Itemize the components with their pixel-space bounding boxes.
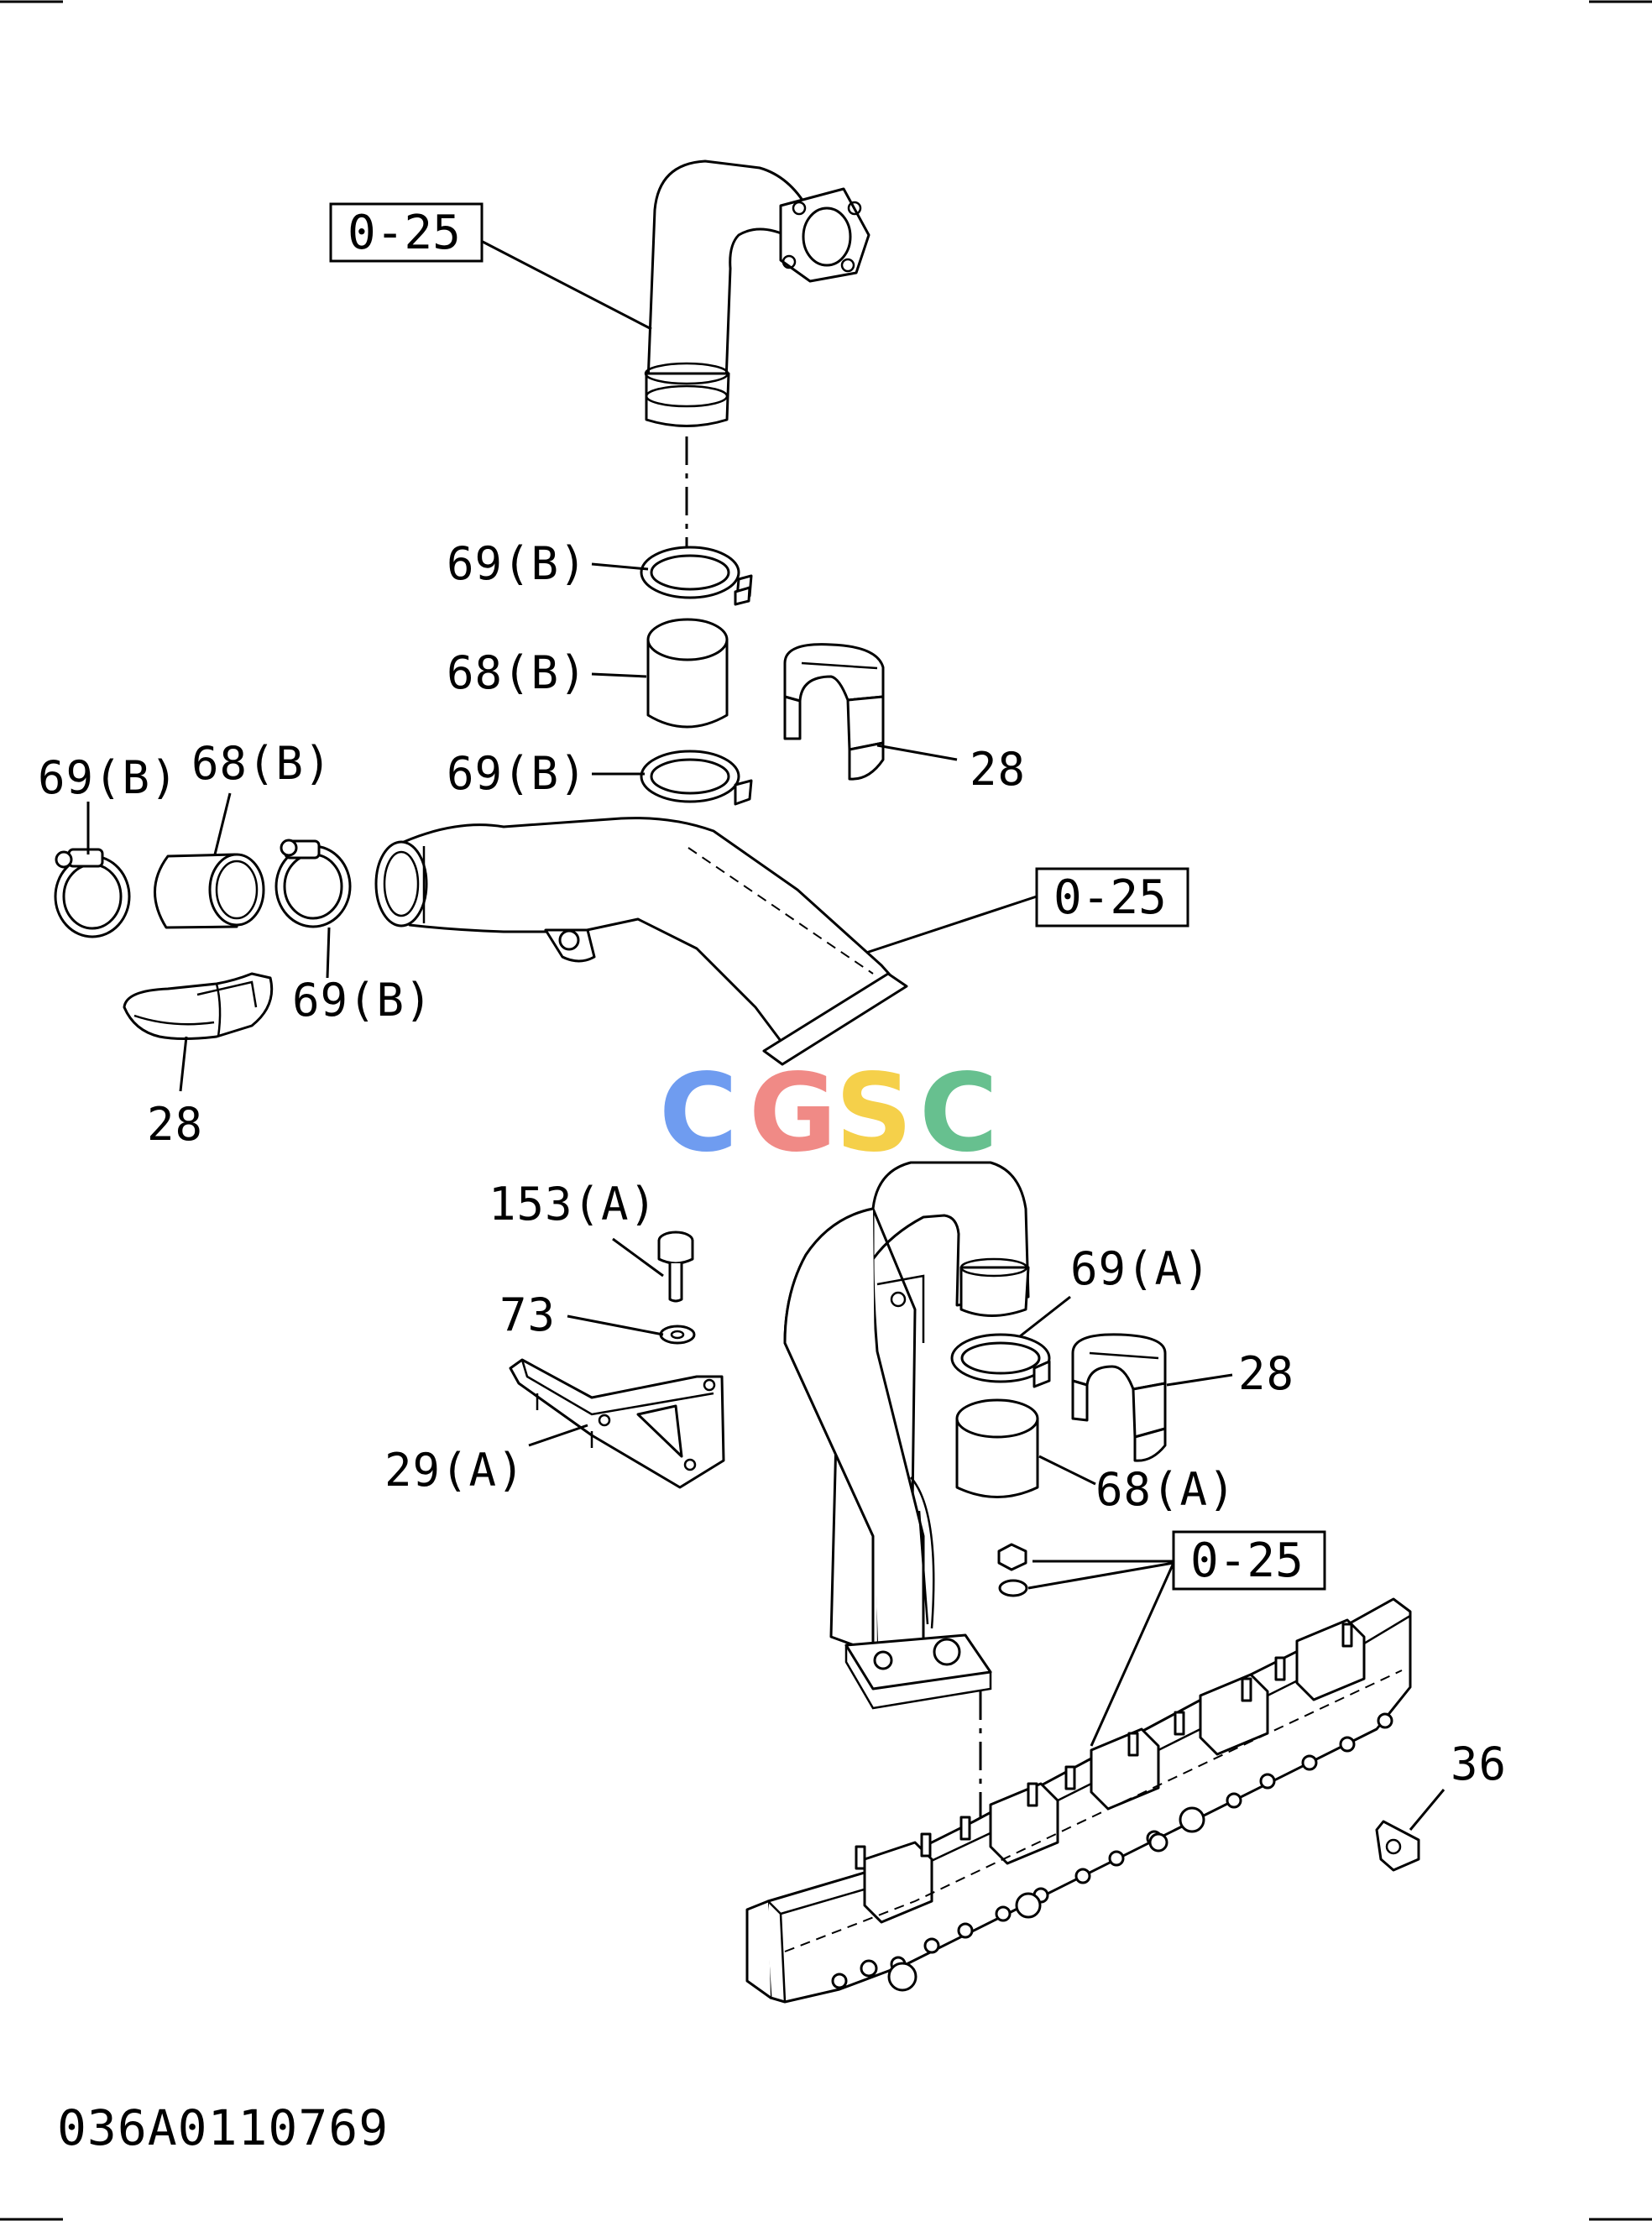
label-clamp-69a: 69(A) — [1070, 1242, 1211, 1295]
heat-cover-28-low — [1071, 1333, 1167, 1462]
manifold-studs — [855, 1623, 1353, 1870]
bolt-153a — [657, 1231, 694, 1303]
clamp-69b-top — [640, 546, 753, 606]
heat-cover-28-top — [783, 643, 885, 781]
label-bolt-153a: 153(A) — [489, 1178, 657, 1231]
ref-label-mid: 0-25 — [1053, 870, 1167, 925]
clamp-69b-left2 — [274, 839, 352, 928]
label-bracket-29a: 29(A) — [384, 1444, 525, 1497]
washer-73 — [659, 1325, 696, 1345]
label-clamp-69b-left2: 69(B) — [292, 974, 433, 1027]
label-hose-68b-top: 68(B) — [447, 646, 588, 699]
heat-cover-28-left — [123, 972, 274, 1040]
middle-pipe — [374, 817, 908, 1066]
label-clamp-69b-left: 69(B) — [38, 751, 179, 804]
clamp-69a — [950, 1333, 1051, 1388]
clip-36 — [1375, 1820, 1420, 1872]
label-hose-68b-left: 68(B) — [191, 737, 332, 790]
label-washer-73: 73 — [499, 1288, 556, 1341]
clamp-69b-left — [54, 848, 131, 938]
label-clamp-69b-top: 69(B) — [447, 537, 588, 590]
ref-box-mid: 0-25 — [1035, 867, 1189, 928]
label-clip-36: 36 — [1451, 1738, 1507, 1790]
clamp-69b-mid — [640, 750, 753, 806]
top-elbow-pipe — [644, 159, 870, 427]
manifold-bolt-holes — [831, 1712, 1393, 1992]
drawing-number: 036A0110769 — [57, 2099, 389, 2156]
watermark-letter-c2: C — [919, 1051, 998, 1176]
label-clamp-69b-mid: 69(B) — [447, 747, 588, 800]
hose-68b-top — [646, 618, 729, 729]
nut-washer-0-25 — [997, 1543, 1028, 1597]
watermark-letter-s: S — [835, 1051, 912, 1176]
ref-label-top: 0-25 — [348, 206, 461, 260]
label-cover-28-top: 28 — [970, 743, 1026, 796]
bracket-29a — [509, 1358, 725, 1489]
hose-68a — [955, 1398, 1039, 1498]
ref-box-top: 0-25 — [329, 202, 484, 263]
ref-box-low: 0-25 — [1172, 1530, 1326, 1591]
callout-labels: 69(B) 68(B) 69(B) 28 69(B) 68(B) 69(B) 2… — [38, 537, 1507, 1790]
hose-68b-left — [154, 853, 265, 929]
exhaust-manifold — [745, 1597, 1412, 2004]
watermark: C G S C — [659, 1051, 998, 1176]
label-cover-28-low: 28 — [1238, 1347, 1294, 1400]
label-hose-68a: 68(A) — [1095, 1463, 1236, 1516]
label-cover-28-left: 28 — [147, 1098, 203, 1151]
watermark-letter-g: G — [749, 1051, 837, 1176]
ref-label-low: 0-25 — [1190, 1534, 1304, 1588]
watermark-letter-c1: C — [659, 1051, 738, 1176]
leader-lines — [86, 240, 1446, 1831]
lower-elbow-pipe — [783, 1161, 1030, 1710]
